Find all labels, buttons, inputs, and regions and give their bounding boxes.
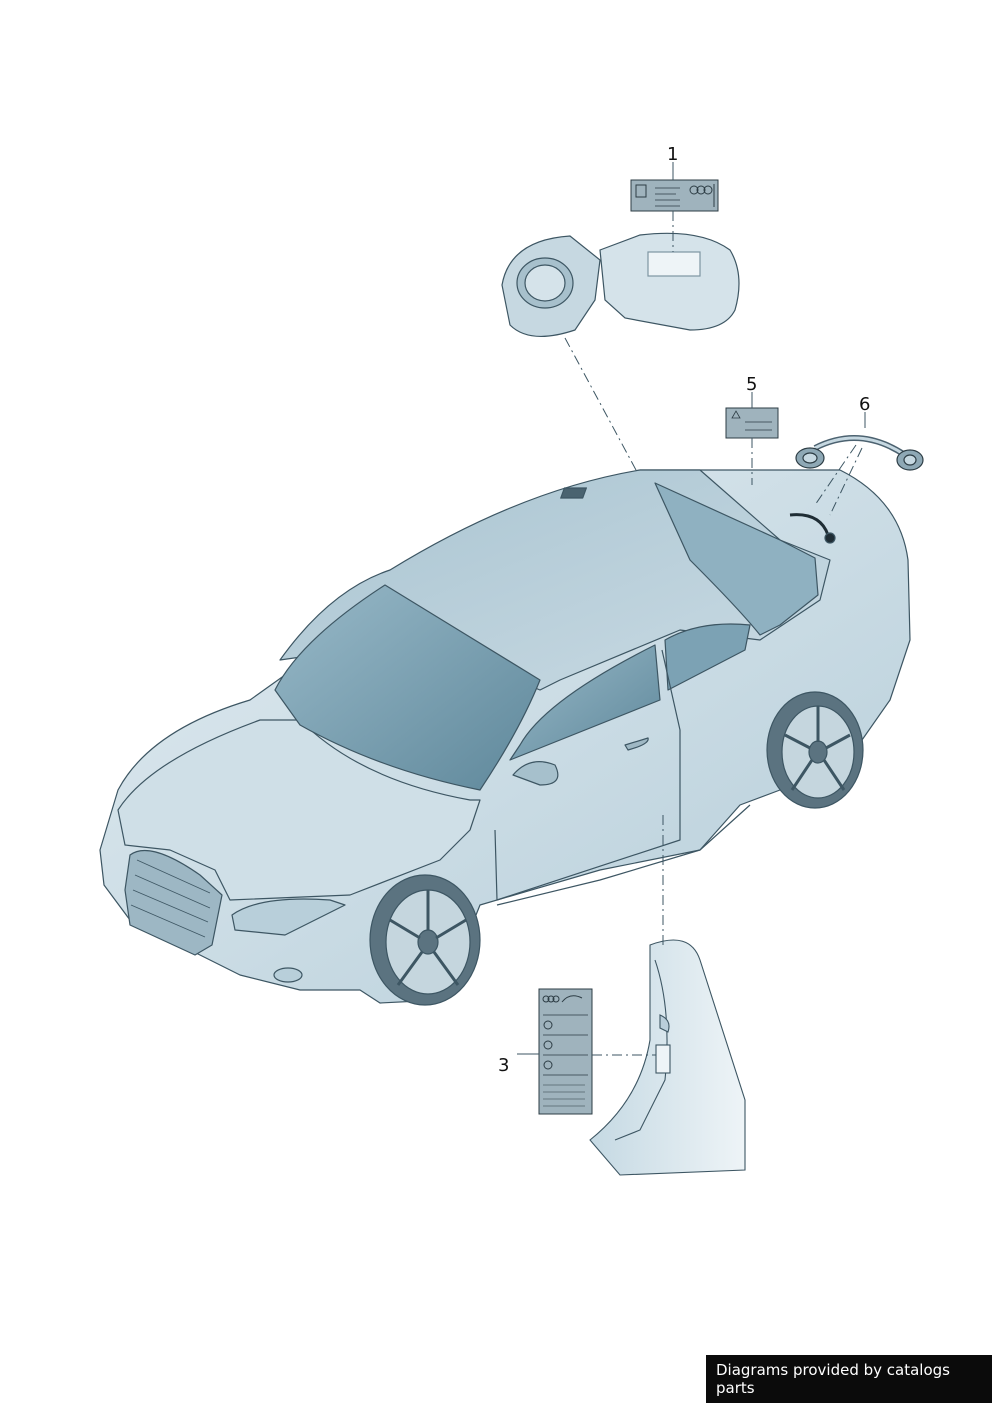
car-grille xyxy=(124,849,223,956)
car-headlight xyxy=(231,898,346,936)
callout-5: 5 xyxy=(746,374,757,395)
car-rear-side-window xyxy=(664,623,751,691)
callout-3: 3 xyxy=(498,1055,509,1076)
car-foglight xyxy=(273,967,303,983)
car-trunk-label-spot xyxy=(560,487,588,499)
b-pillar-illustration xyxy=(589,939,746,1176)
watermark-banner: Diagrams provided by catalogs parts xyxy=(706,1355,992,1403)
car-door-handle xyxy=(624,737,649,751)
flap-to-car xyxy=(564,337,637,471)
car-rear-window xyxy=(654,482,819,636)
car-rear-wheel xyxy=(766,691,864,809)
watermark-text: Diagrams provided by catalogs parts xyxy=(716,1361,950,1397)
car-cable-strap-spot xyxy=(789,513,830,536)
car-illustration xyxy=(99,469,911,1006)
tyre-pressure-label-part xyxy=(538,988,593,1115)
cable-strap-part xyxy=(795,435,924,471)
callout-1: 1 xyxy=(667,144,678,165)
car-mirror xyxy=(512,761,559,786)
car-sill xyxy=(496,804,751,906)
fuel-filler-flap-illustration xyxy=(501,232,740,338)
car-hood xyxy=(117,719,481,901)
car-door-line xyxy=(494,649,681,901)
callout-6: 6 xyxy=(859,394,870,415)
fuel-label-part xyxy=(630,179,719,212)
strap-to-car-b xyxy=(829,447,863,516)
strap-to-car-a xyxy=(814,444,857,506)
warning-label-part xyxy=(725,407,779,439)
pillar-label-spot xyxy=(655,1044,671,1074)
fuel-filler-flap xyxy=(599,232,740,331)
leader-lines xyxy=(517,162,866,1056)
fuel-flap-label-spot xyxy=(647,251,701,277)
car-front-side-window xyxy=(509,644,661,761)
car-windshield xyxy=(274,584,541,791)
car-front-wheel xyxy=(369,874,481,1006)
